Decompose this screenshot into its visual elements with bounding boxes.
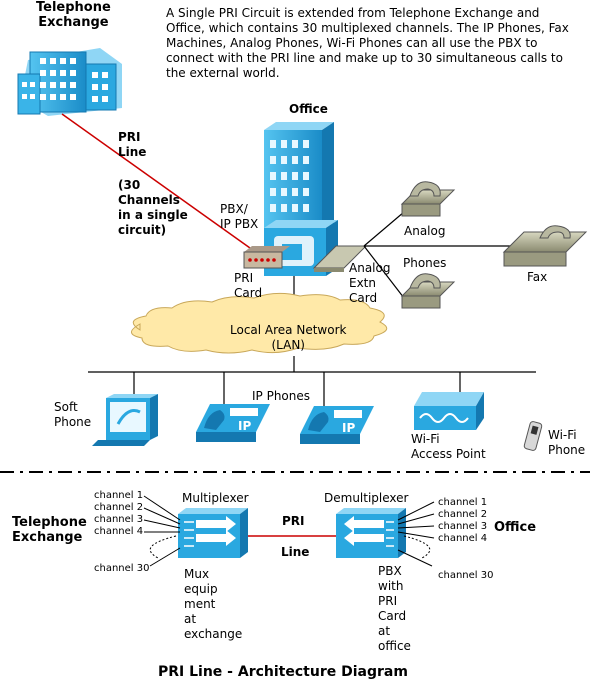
wifi-phone-icon [523, 421, 543, 451]
mux-note: Mux equip ment at exchange [184, 567, 243, 641]
svg-text:IP: IP [342, 421, 355, 435]
wifi-phone-label: Wi-Fi Phone [548, 428, 586, 457]
analog-phone-icon-2 [400, 273, 456, 309]
analog-extn-card-label: Analog Extn Card [349, 261, 391, 305]
left-channel-3: channel 3 [94, 514, 144, 525]
pri-card-label: PRI Card [234, 271, 263, 300]
left-channel-1: channel 1 [94, 490, 144, 501]
right-channel-1: channel 1 [438, 497, 488, 508]
pri-card-icon [243, 246, 290, 269]
multiplexer-icon [178, 508, 248, 558]
diagram-title: PRI Line - Architecture Diagram [158, 664, 408, 680]
lan-cloud-icon [131, 292, 388, 354]
right-channel-2: channel 2 [438, 509, 488, 520]
svg-text:IP: IP [238, 419, 251, 433]
left-channel-30: channel 30 [94, 563, 150, 574]
ip-phone-icon-2: IP [300, 406, 374, 444]
analog-phone-icon-1 [400, 181, 456, 217]
left-channel-4: channel 4 [94, 526, 144, 537]
exchange-building-icon [17, 48, 122, 116]
phones-label: Phones [403, 256, 447, 270]
pri-line-label: PRI Line [118, 130, 147, 159]
demultiplexer-label: Demultiplexer [324, 491, 409, 505]
exchange-label: Telephone Exchange [36, 0, 111, 30]
fax-icon [502, 225, 588, 267]
soft-phone-icon [92, 394, 158, 446]
ip-phones-label: IP Phones [252, 389, 311, 403]
multiplexer-label: Multiplexer [182, 491, 249, 505]
analog-label: Analog [404, 224, 446, 238]
left-channel-lines [143, 495, 181, 567]
right-channel-lines [397, 501, 435, 567]
fax-label: Fax [527, 270, 548, 284]
wifi-ap-label: Wi-Fi Access Point [411, 432, 486, 461]
pbx-label: PBX/ IP PBX [220, 202, 259, 231]
lan-bus [88, 356, 536, 408]
pbx-note: PBX with PRI Card at office [378, 564, 411, 653]
right-channel-3: channel 3 [438, 521, 488, 532]
bottom-pri-label: PRI [282, 514, 305, 528]
bottom-office-label: Office [494, 520, 537, 535]
intro-text: A Single PRI Circuit is extended from Te… [166, 6, 569, 80]
bottom-line-label: Line [281, 545, 310, 559]
wifi-access-point-icon [414, 392, 484, 430]
lan-label: Local Area Network (LAN) [230, 323, 347, 352]
soft-phone-label: Soft Phone [54, 400, 92, 429]
right-channel-30: channel 30 [438, 570, 494, 581]
left-channel-2: channel 2 [94, 502, 144, 513]
channels-note: (30 Channels in a single circuit) [118, 178, 188, 237]
ip-phone-icon-1: IP [196, 404, 270, 442]
office-label: Office [289, 102, 328, 116]
bottom-exchange-label: Telephone Exchange [12, 515, 87, 545]
demultiplexer-icon [336, 508, 406, 558]
right-channel-4: channel 4 [438, 533, 488, 544]
pri-line [61, 113, 251, 249]
analog-connections [363, 211, 520, 299]
